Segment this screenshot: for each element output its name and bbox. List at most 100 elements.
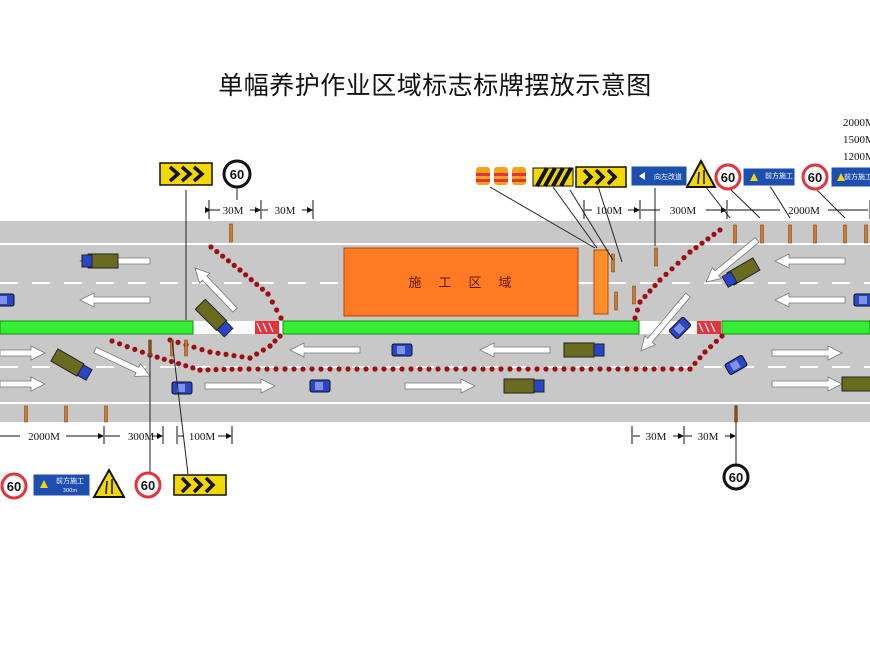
- lane-arrow-3: [774, 253, 846, 269]
- lane-reduction-warning-sign-lower: [92, 467, 126, 498]
- traffic-cones: [109, 227, 725, 373]
- cone-line-lower-long: [237, 366, 693, 372]
- post-top-4: [632, 285, 636, 305]
- dim-bottom-2: 300M: [128, 431, 155, 443]
- truck-5: [503, 378, 545, 394]
- lane-arrow-11: [771, 345, 843, 361]
- truck-7: [841, 376, 870, 392]
- truck-2: [194, 298, 234, 338]
- post-top-7: [760, 224, 764, 244]
- post-top-5: [654, 247, 658, 267]
- speed-limit-sign-upper-far: 60: [801, 163, 829, 191]
- truck-3: [50, 348, 93, 381]
- road-lower-carriageway: [0, 334, 870, 422]
- barrel-group: [476, 167, 526, 185]
- post-top-11: [864, 224, 868, 244]
- hazard-stripe-board: [532, 167, 574, 187]
- speed-limit-sign-lower-left: 60: [0, 472, 28, 500]
- cone-line-crossover-left: [167, 333, 283, 361]
- leader-lines: [185, 185, 846, 320]
- lane-arrow-12: [771, 376, 843, 392]
- dim-top-5: 2000M: [788, 205, 820, 217]
- lane-arrow-4: [774, 292, 846, 308]
- lane-arrow-8: [0, 376, 46, 392]
- leader-lines-lower: [149, 339, 737, 475]
- median-opening-barrier-right: [697, 321, 721, 334]
- svg-text:300m: 300m: [63, 488, 78, 494]
- lane-arrow-diagonal-left-lower: [93, 346, 151, 377]
- chevron-sign-upper-right: [575, 166, 627, 188]
- car-1: [0, 293, 15, 307]
- speed-limit-sign-upper-right: 60: [714, 163, 742, 191]
- svg-text:60: 60: [230, 167, 244, 182]
- car-3: [391, 343, 413, 357]
- dim-top-1: 30M: [223, 205, 244, 217]
- lane-arrow-6: [479, 342, 551, 358]
- dim-bottom-5: 30M: [698, 431, 719, 443]
- svg-text:前方施工: 前方施工: [765, 171, 793, 180]
- post-top-10: [843, 224, 847, 244]
- truck-1: [81, 253, 119, 269]
- lane-arrow-diagonal-right: [640, 292, 691, 352]
- lane-arrow-2: [79, 292, 151, 308]
- car-2: [171, 381, 193, 395]
- distance-item-1500: 1500M: [843, 134, 870, 146]
- ahead-construction-sign-upper-far: 前方施工: [830, 166, 870, 188]
- post-bottom-3: [104, 405, 108, 423]
- dim-bottom-3: 100M: [189, 431, 216, 443]
- svg-text:60: 60: [729, 470, 743, 485]
- post-top-8: [788, 224, 792, 244]
- diagram-title: 单幅养护作业区域标志标牌摆放示意图: [218, 71, 652, 100]
- work-zone-label: 施 工 区 域: [408, 276, 513, 291]
- dimension-lines-bottom: [0, 426, 737, 444]
- svg-text:60: 60: [808, 170, 822, 185]
- post-mid-3: [184, 339, 188, 357]
- speed-limit-sign-lower-mid: 60: [134, 471, 162, 499]
- post-top-3: [614, 291, 618, 311]
- work-zone: 施 工 区 域: [343, 247, 609, 317]
- car-5: [669, 317, 691, 339]
- svg-text:前方施工: 前方施工: [844, 172, 870, 181]
- cone-line-upper-left: [208, 244, 284, 321]
- lane-arrow-diagonal-left-upper: [194, 267, 238, 313]
- truck-6: [721, 257, 761, 288]
- post-top-9: [813, 224, 817, 244]
- cone-line-crossover-right: [687, 333, 725, 372]
- lane-arrow-5: [289, 342, 361, 358]
- ahead-construction-sign-upper: 前方施工: [742, 167, 796, 187]
- svg-text:60: 60: [7, 479, 21, 494]
- buffer-barrier: [593, 249, 609, 315]
- dim-top-3: 100M: [596, 205, 623, 217]
- car-7: [853, 293, 870, 307]
- median-strip: [0, 320, 870, 335]
- distance-list: 2000M 1500M 1200M: [843, 117, 870, 163]
- svg-text:向左改道: 向左改道: [654, 172, 682, 181]
- svg-text:60: 60: [721, 170, 735, 185]
- lane-arrow-diagonal-right-upper: [705, 237, 760, 283]
- dimension-lines-top: [205, 200, 870, 219]
- dim-bottom-4: 30M: [646, 431, 667, 443]
- dim-top-4: 300M: [670, 205, 697, 217]
- car-6: [724, 355, 748, 375]
- post-bottom-2: [64, 405, 68, 423]
- median-opening-barrier-left: [255, 321, 279, 334]
- speed-limit-sign-upper-left: 60: [222, 159, 252, 189]
- dim-top-2: 30M: [275, 205, 296, 217]
- lane-reduction-warning-sign-upper: [685, 158, 717, 188]
- chevron-sign-upper-left: [159, 162, 213, 186]
- truck-4: [563, 342, 605, 358]
- dim-bottom-1: 2000M: [28, 431, 60, 443]
- post-top-1: [229, 223, 233, 243]
- cone-line-upper-right: [632, 227, 723, 321]
- svg-text:60: 60: [141, 478, 155, 493]
- lane-arrow-9: [204, 378, 276, 394]
- vehicles: [0, 253, 870, 395]
- lane-arrow-10: [404, 378, 476, 394]
- post-top-6: [733, 224, 737, 244]
- lane-arrow-7: [0, 345, 46, 361]
- ahead-construction-sign-lower: 前方施工 300m: [32, 473, 91, 497]
- detour-left-sign: 向左改道: [630, 165, 688, 187]
- speed-limit-sign-lower-right: 60: [722, 463, 750, 491]
- distance-item-1200: 1200M: [843, 151, 870, 163]
